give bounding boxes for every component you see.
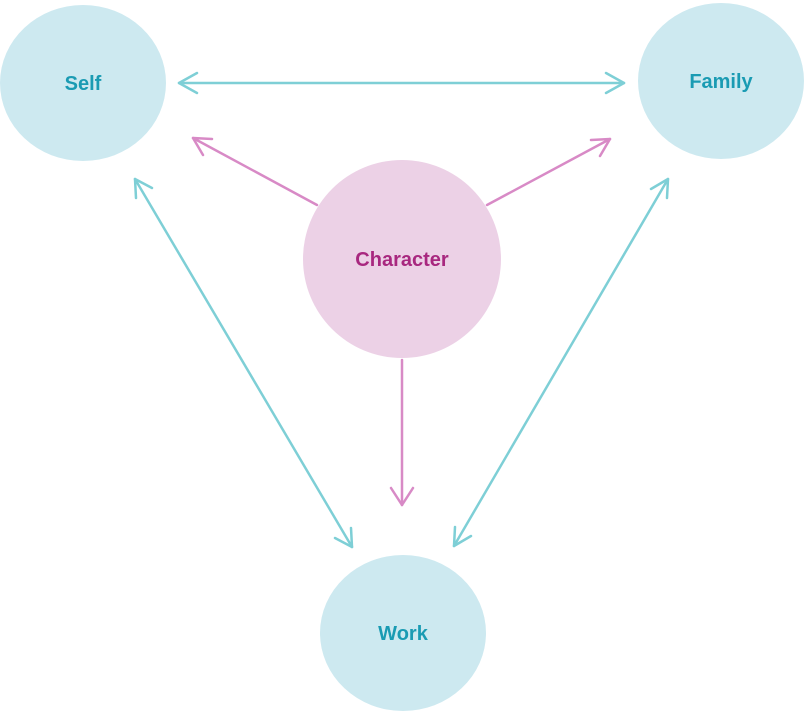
arrowhead-family-bottom xyxy=(649,177,670,200)
node-self-circle xyxy=(0,5,166,161)
node-self: Self xyxy=(0,5,166,161)
edge-character-self xyxy=(191,136,319,207)
node-family-circle xyxy=(638,3,804,159)
node-character: Character xyxy=(303,160,501,358)
arrowhead-work-right xyxy=(452,525,473,548)
edge-self-work xyxy=(133,177,354,549)
arrowhead-character-work xyxy=(389,486,415,507)
edge-family-work-line xyxy=(452,177,670,548)
node-character-circle xyxy=(303,160,501,358)
edge-self-work-line xyxy=(133,177,354,549)
arrowhead-self xyxy=(177,71,199,95)
node-character-label: Character xyxy=(355,249,449,271)
edge-family-work xyxy=(452,177,670,548)
node-work-label: Work xyxy=(378,623,429,645)
edge-character-family-line xyxy=(485,137,612,207)
arrowhead-character-self xyxy=(191,136,214,157)
arrowhead-character-family xyxy=(589,137,612,158)
node-family-label: Family xyxy=(689,71,753,93)
arrowhead-self-top xyxy=(133,177,154,200)
edge-self-family xyxy=(177,71,626,95)
edge-character-self-line xyxy=(191,136,319,207)
arrowhead-work-left xyxy=(333,526,354,549)
node-family: Family xyxy=(638,3,804,159)
node-work-circle xyxy=(320,555,486,711)
node-work: Work xyxy=(320,555,486,711)
node-self-label: Self xyxy=(65,73,102,95)
edge-character-family xyxy=(485,137,612,207)
arrowhead-family xyxy=(604,71,626,95)
edge-character-work xyxy=(389,358,415,507)
